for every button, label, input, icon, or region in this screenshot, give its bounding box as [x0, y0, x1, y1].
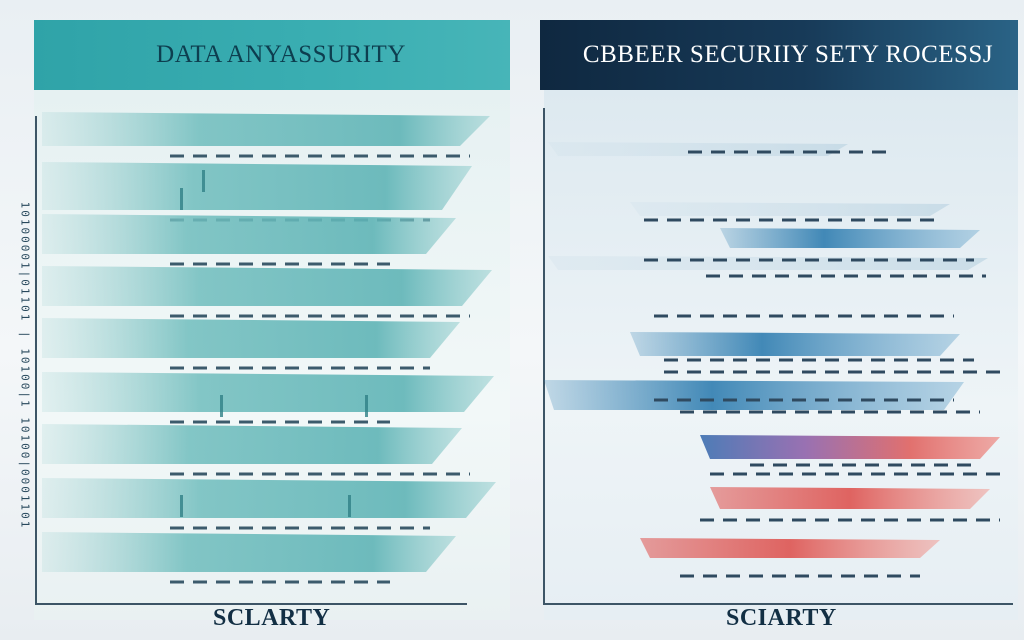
left-bar-rows — [42, 112, 496, 584]
right-bar-7 — [700, 435, 1000, 459]
right-x-axis — [543, 603, 1013, 605]
left-bar-8 — [42, 478, 496, 518]
right-bar-5 — [630, 332, 960, 356]
left-y-axis — [35, 116, 37, 604]
right-panel-title: CBBEER SECURIIY SETY ROCESSJ — [582, 41, 994, 68]
left-tick-mark-2 — [180, 188, 183, 210]
right-y-axis — [543, 108, 545, 604]
left-bar-2 — [42, 162, 472, 210]
right-x-axis-label: SCIARTY — [726, 605, 837, 631]
right-bar-rows — [544, 142, 1004, 578]
right-bar-1 — [548, 142, 848, 156]
right-bar-9 — [640, 538, 940, 558]
left-bar-6 — [42, 372, 494, 412]
right-bar-6 — [544, 380, 964, 410]
left-panel-header: DATA ANYASSURITY — [34, 20, 510, 90]
left-x-axis — [35, 603, 467, 605]
left-tick-mark-3 — [220, 395, 223, 417]
right-bar-8 — [710, 487, 990, 509]
right-panel-header: CBBEER SECURIIY SETY ROCESSJ — [540, 20, 1018, 90]
right-bar-2 — [630, 202, 950, 216]
left-panel-title: DATA ANYASSURITY — [156, 41, 406, 68]
left-tick-mark-1 — [202, 170, 205, 192]
left-bar-7 — [42, 424, 462, 464]
left-bar-3 — [42, 214, 456, 254]
left-bar-4 — [42, 266, 492, 306]
left-bar-1 — [42, 112, 490, 146]
left-bar-5 — [42, 318, 460, 358]
left-tick-mark-6 — [348, 495, 351, 517]
left-x-axis-label: SCLARTY — [213, 605, 331, 631]
left-panel: DATA ANYASSURITY 10100001|01101 | 10100|… — [19, 20, 510, 631]
left-tick-mark-5 — [180, 495, 183, 517]
left-tick-mark-4 — [365, 395, 368, 417]
right-bar-3 — [720, 228, 980, 248]
right-panel: CBBEER SECURIIY SETY ROCESSJ — [530, 20, 1018, 631]
right-bar-4 — [548, 256, 988, 270]
left-bar-9 — [42, 532, 456, 572]
